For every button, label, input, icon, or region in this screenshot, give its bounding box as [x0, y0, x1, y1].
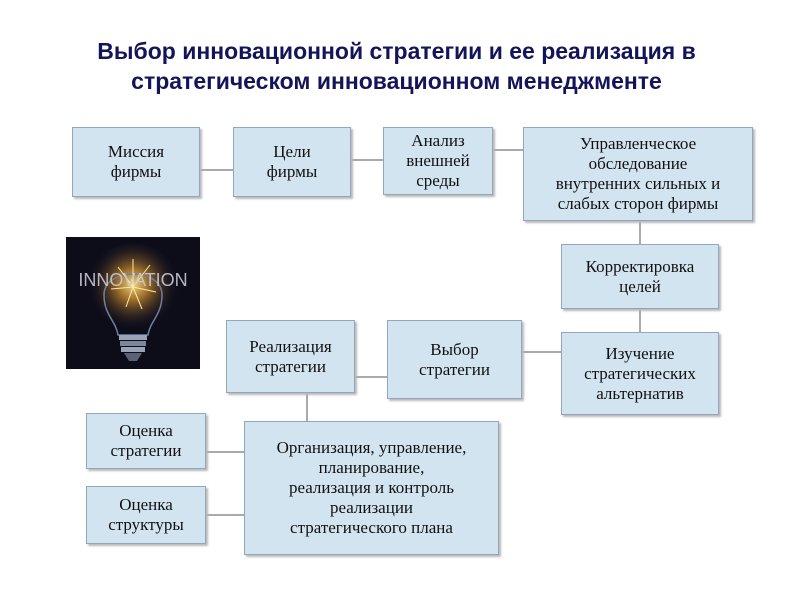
title-line-1: Выбор инновационной стратегии и ее реали… — [97, 38, 696, 64]
box-strategy-choice: Выбор стратегии — [387, 320, 522, 399]
box-goals-label: Цели фирмы — [266, 142, 318, 181]
box-goal-adjustment: Корректировка целей — [561, 244, 719, 309]
box-mission: Миссия фирмы — [72, 127, 200, 197]
box-mission-label: Миссия фирмы — [107, 142, 165, 181]
box-strategic-alternatives-label: Изучение стратегических альтернатив — [584, 343, 696, 403]
box-strategic-alternatives: Изучение стратегических альтернатив — [561, 332, 719, 415]
box-management-survey: Управленческое обследование внутренних с… — [523, 127, 753, 221]
box-strategy-evaluation: Оценка стратегии — [86, 413, 206, 469]
box-strategy-implementation-label: Реализация стратегии — [249, 336, 332, 376]
box-goal-adjustment-label: Корректировка целей — [585, 256, 695, 296]
box-organization-control: Организация, управление, планирование, р… — [244, 421, 499, 555]
slide-title: Выбор инновационной стратегии и ее реали… — [0, 36, 793, 96]
box-external-analysis: Анализ внешней среды — [383, 127, 493, 195]
box-strategy-evaluation-label: Оценка стратегии — [110, 421, 182, 460]
box-goals: Цели фирмы — [233, 127, 351, 197]
box-structure-evaluation: Оценка структуры — [86, 486, 206, 544]
box-management-survey-label: Управленческое обследование внутренних с… — [555, 134, 721, 213]
innovation-word: INNOVATION — [78, 270, 187, 290]
innovation-lightbulb-image: INNOVATION — [66, 237, 200, 369]
box-organization-control-label: Организация, управление, планирование, р… — [276, 438, 467, 537]
title-line-2: стратегическом инновационном менеджменте — [131, 68, 662, 94]
box-strategy-choice-label: Выбор стратегии — [419, 339, 490, 379]
box-external-analysis-label: Анализ внешней среды — [406, 131, 470, 190]
box-structure-evaluation-label: Оценка структуры — [108, 495, 184, 534]
box-strategy-implementation: Реализация стратегии — [226, 320, 355, 393]
